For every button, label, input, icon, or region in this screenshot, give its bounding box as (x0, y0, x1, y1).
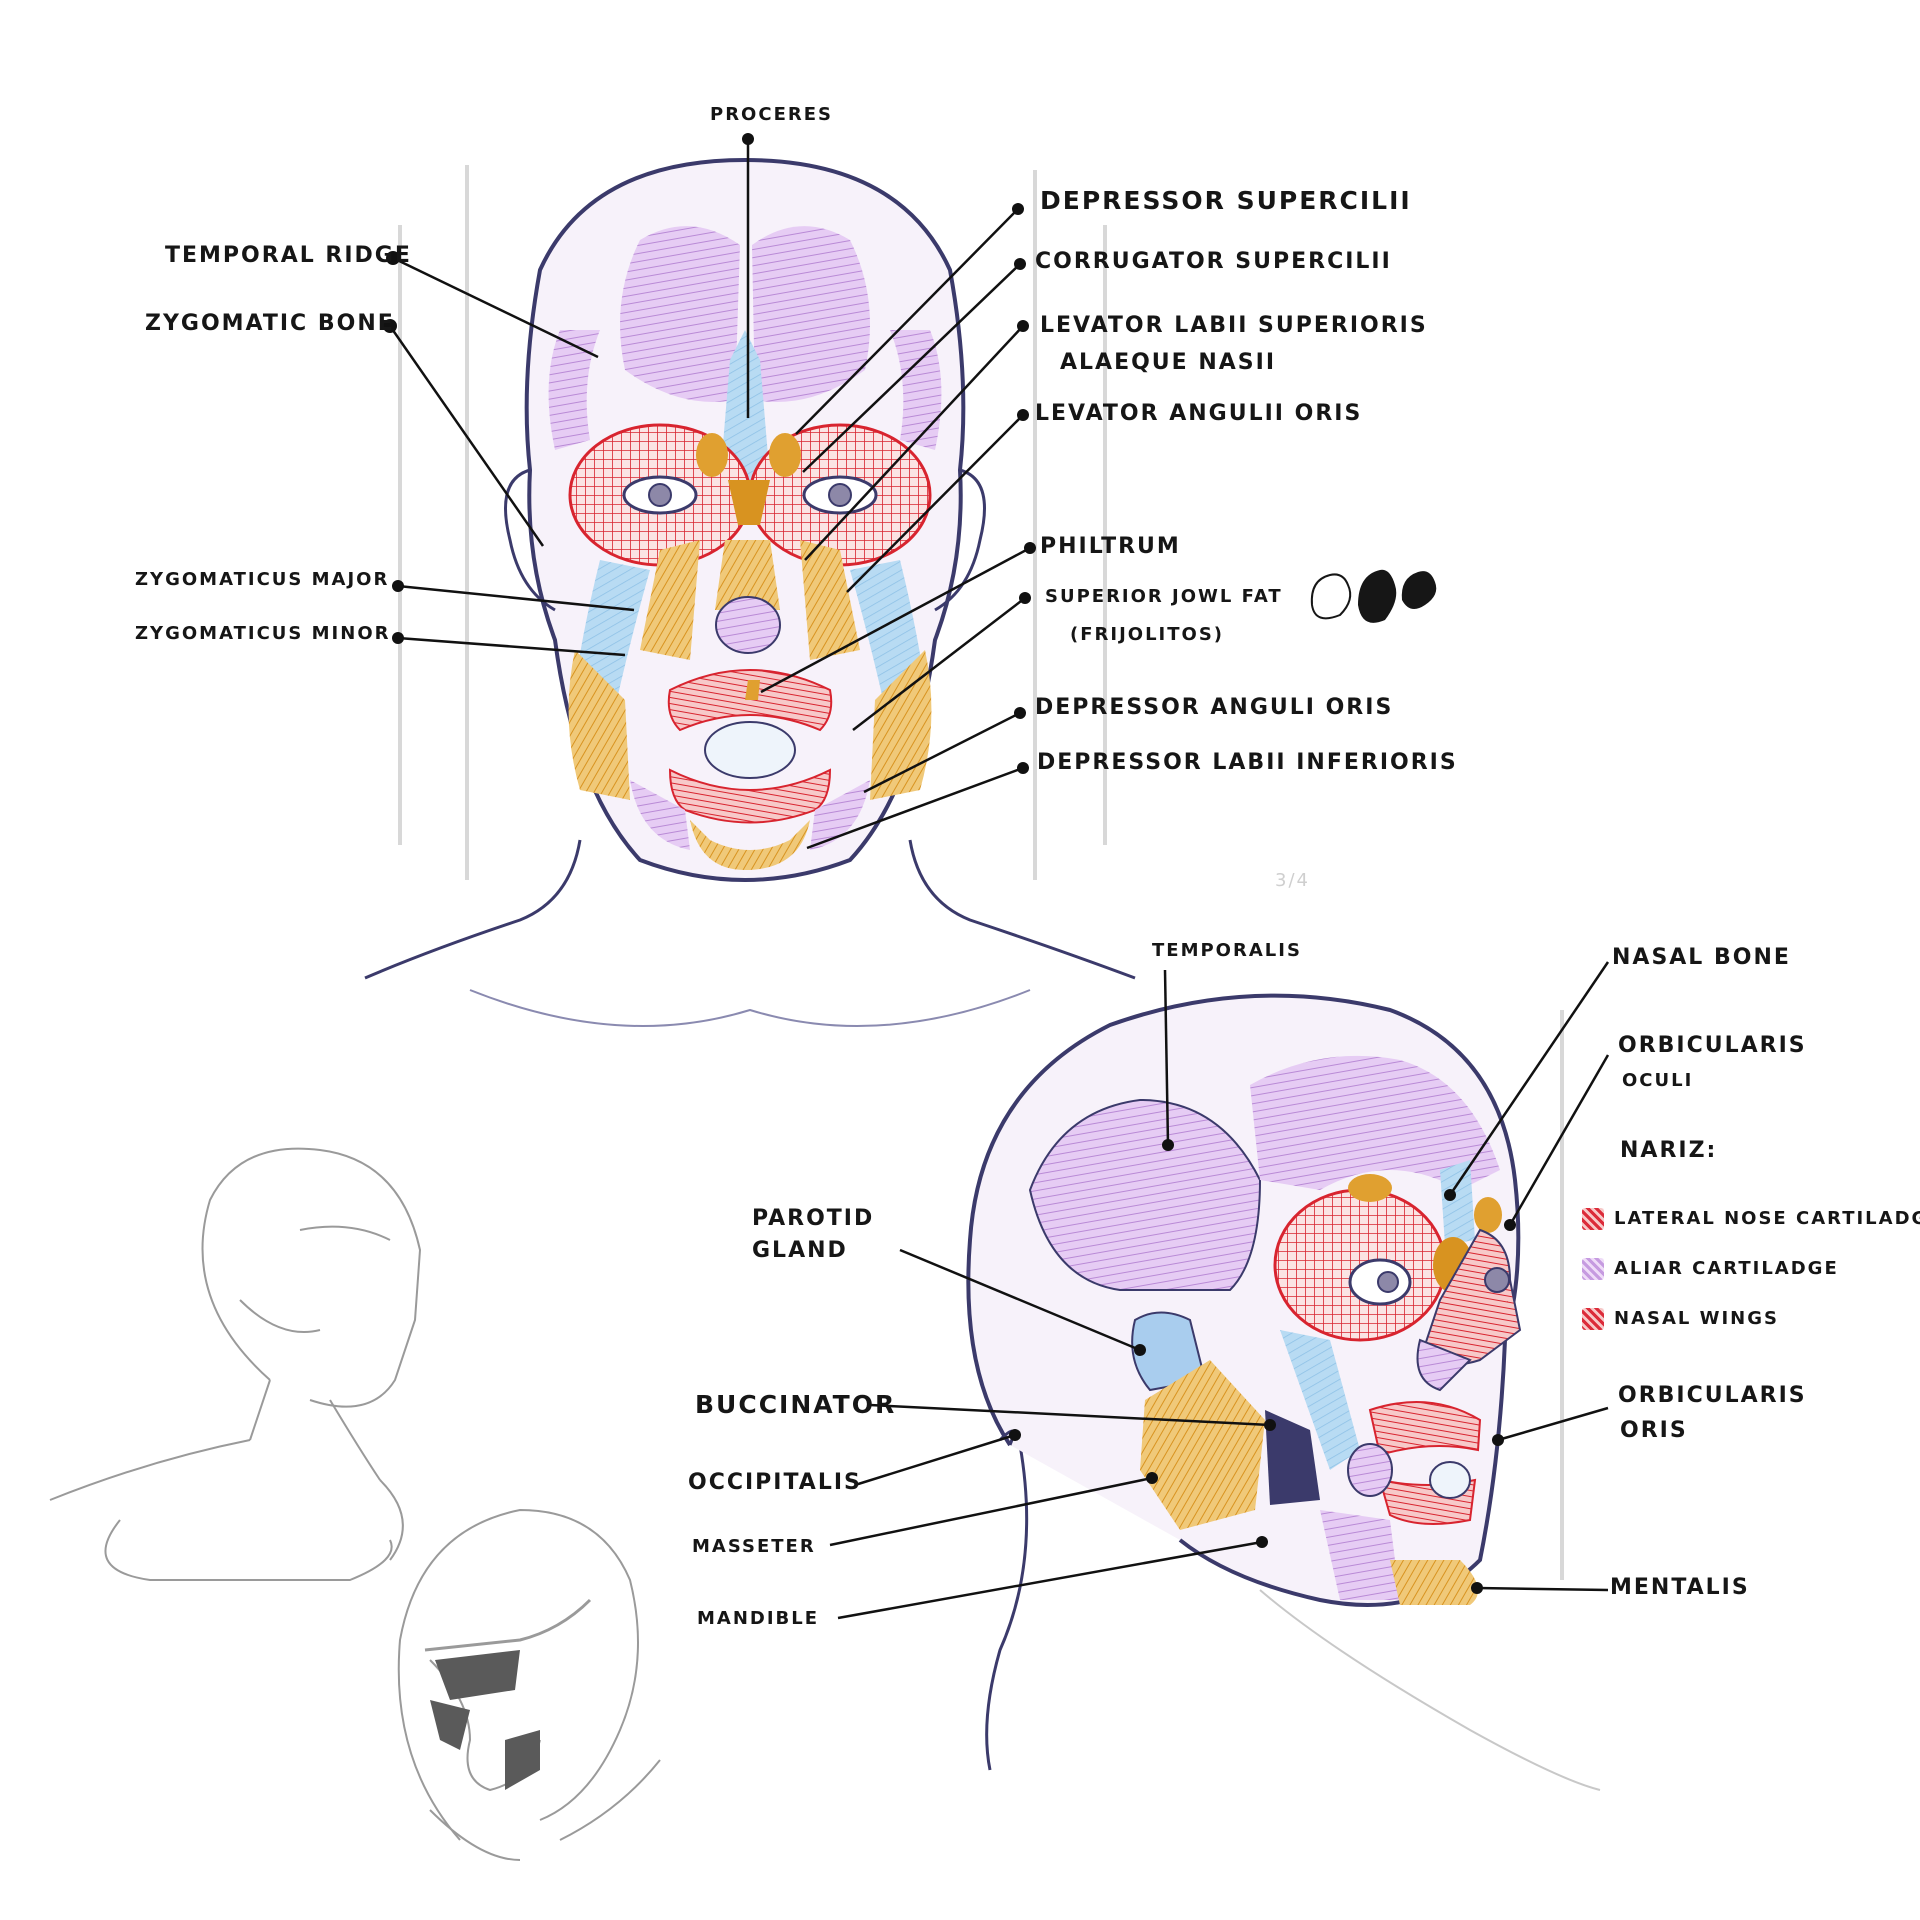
label-orbicularis-oris: ORBICULARIS (1618, 1383, 1807, 1408)
label-procerus: PROCERES (710, 104, 833, 125)
legend-title: NARIZ: (1620, 1138, 1718, 1163)
label-frijolitos: (FRIJOLITOS) (1070, 624, 1225, 645)
legend-swatch (1582, 1258, 1604, 1280)
label-buccinator: BUCCINATOR (695, 1390, 897, 1419)
pencil-sketches (49, 1147, 661, 1861)
legend-item-lateral-nose-cartiladge: LATERAL NOSE CARTILADGE (1582, 1208, 1920, 1230)
label-depressor-anguli-oris: DEPRESSOR ANGULI ORIS (1035, 695, 1394, 720)
legend-label: ALIAR CARTILADGE (1614, 1258, 1839, 1279)
label-zygomatic-bone: ZYGOMATIC BONE (145, 311, 395, 336)
label-depressor-labii-inferioris: DEPRESSOR LABII INFERIORIS (1037, 750, 1458, 775)
label-zygomaticus-major: ZYGOMATICUS MAJOR (135, 569, 390, 590)
legend-label: LATERAL NOSE CARTILADGE (1614, 1208, 1920, 1229)
label-levator-labii: LEVATOR LABII SUPERIORIS (1040, 313, 1428, 338)
label-mentalis: MENTALIS (1610, 1575, 1750, 1600)
legend-label: NASAL WINGS (1614, 1308, 1779, 1329)
label-temporal-ridge: TEMPORAL RIDGE (165, 243, 412, 268)
label-philtrum: PHILTRUM (1040, 534, 1181, 559)
label-corrugator-supercilii: CORRUGATOR SUPERCILII (1035, 249, 1392, 274)
legend-item-nasal-wings: NASAL WINGS (1582, 1308, 1779, 1330)
label-mandible: MANDIBLE (697, 1608, 820, 1629)
front-leader-lines (388, 139, 1031, 850)
label-superior-jowl-fat: SUPERIOR JOWL FAT (1045, 586, 1283, 607)
label-masseter: MASSETER (692, 1536, 816, 1557)
legend-swatch (1582, 1208, 1604, 1230)
legend-item-aliar-cartiladge: ALIAR CARTILADGE (1582, 1258, 1839, 1280)
label-levator-anguli-oris: LEVATOR ANGULII ORIS (1035, 401, 1363, 426)
legend-swatch (1582, 1308, 1604, 1330)
label-zygomaticus-minor: ZYGOMATICUS MINOR (135, 623, 391, 644)
label-oculi: OCULI (1622, 1070, 1694, 1091)
side-head (966, 993, 1601, 1791)
front-leader-dots (383, 133, 1036, 774)
label-depressor-supercilii: DEPRESSOR SUPERCILII (1040, 186, 1412, 215)
page-mark: 3/4 (1275, 870, 1310, 891)
side-leader-lines (829, 961, 1610, 1620)
side-leader-dots (1009, 1139, 1516, 1594)
pencil-shading (430, 1650, 540, 1790)
frijolitos-icons (1310, 569, 1437, 623)
label-nasal-bone: NASAL BONE (1612, 945, 1791, 970)
label-occipitalis: OCCIPITALIS (688, 1470, 862, 1495)
label-gland: GLAND (752, 1238, 848, 1263)
label-oris: ORIS (1620, 1418, 1688, 1443)
label-alaeque-nasii: ALAEQUE NASII (1060, 350, 1277, 375)
label-temporalis: TEMPORALIS (1152, 940, 1302, 961)
label-orbicularis-oculi: ORBICULARIS (1618, 1033, 1807, 1058)
label-parotid: PAROTID (752, 1206, 875, 1231)
